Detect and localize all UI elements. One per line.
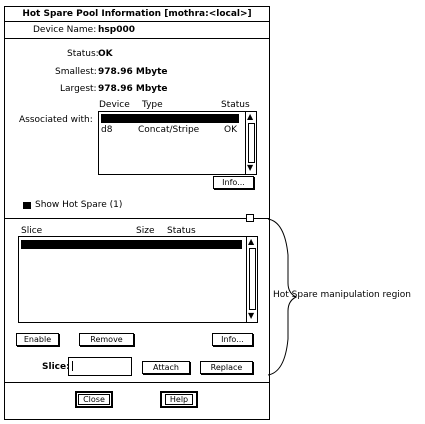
hot-spare-scrollbar[interactable]: ▲ ▼	[246, 237, 257, 322]
associated-row-type: Concat/Stripe	[138, 125, 200, 135]
associated-selected-row[interactable]	[101, 114, 239, 123]
device-name-label: Device Name:	[33, 25, 97, 35]
section-separator	[5, 218, 269, 219]
assoc-col-type: Type	[142, 100, 163, 110]
device-name-row: Device Name: hsp000	[5, 22, 269, 39]
largest-label: Largest:	[60, 84, 97, 94]
status-label: Status:	[67, 49, 99, 59]
scroll-thumb[interactable]	[248, 123, 255, 163]
scroll-up-arrow-icon[interactable]: ▲	[247, 112, 254, 121]
scroll-down-arrow-icon[interactable]: ▼	[248, 311, 255, 320]
associated-info-button[interactable]: Info...	[213, 176, 254, 189]
close-button[interactable]: Close	[75, 391, 113, 408]
close-button-label: Close	[78, 394, 110, 405]
hot-spare-list[interactable]: ▲ ▼	[18, 236, 258, 323]
associated-list[interactable]: d8 Concat/Stripe OK ▲ ▼	[98, 111, 257, 175]
region-annotation-label: Hot Spare manipulation region	[273, 290, 411, 300]
status-value: OK	[98, 49, 113, 59]
help-button[interactable]: Help	[160, 391, 198, 408]
sash-handle[interactable]	[246, 214, 254, 222]
assoc-col-status: Status	[221, 100, 250, 110]
slice-input[interactable]	[68, 357, 132, 376]
slice-label: Slice:	[42, 362, 70, 372]
assoc-col-device: Device	[99, 100, 130, 110]
associated-scrollbar[interactable]: ▲ ▼	[245, 112, 256, 174]
scroll-down-arrow-icon[interactable]: ▼	[247, 163, 254, 172]
help-button-label: Help	[164, 394, 194, 405]
hot-spare-info-button[interactable]: Info...	[212, 333, 253, 346]
text-cursor	[72, 361, 73, 371]
replace-button[interactable]: Replace	[200, 361, 253, 374]
associated-row-status: OK	[224, 125, 237, 135]
scroll-up-arrow-icon[interactable]: ▲	[248, 237, 255, 246]
show-hot-spare-checkbox[interactable]	[23, 202, 31, 209]
window-title: Hot Spare Pool Information [mothra:<loca…	[5, 7, 269, 22]
show-hot-spare-label: Show Hot Spare (1)	[35, 200, 123, 210]
hotspare-col-size: Size	[136, 226, 155, 236]
smallest-value: 978.96 Mbyte	[98, 67, 168, 77]
hot-spare-selected-row[interactable]	[21, 240, 242, 249]
device-name-value: hsp000	[98, 25, 135, 35]
region-bracket-curve	[267, 218, 298, 376]
remove-button[interactable]: Remove	[79, 333, 134, 346]
enable-button[interactable]: Enable	[16, 333, 59, 346]
region-bracket	[267, 218, 298, 376]
scroll-thumb[interactable]	[249, 248, 256, 310]
associated-row-device: d8	[101, 125, 113, 135]
largest-value: 978.96 Mbyte	[98, 84, 168, 94]
footer-separator	[5, 382, 269, 383]
hotspare-col-slice: Slice	[21, 226, 43, 236]
associated-with-label: Associated with:	[19, 115, 93, 125]
hot-spare-pool-dialog: Hot Spare Pool Information [mothra:<loca…	[4, 6, 270, 420]
smallest-label: Smallest:	[55, 67, 97, 77]
associated-row[interactable]: d8 Concat/Stripe OK	[101, 125, 241, 136]
attach-button[interactable]: Attach	[142, 361, 190, 374]
hotspare-col-status: Status	[167, 226, 196, 236]
